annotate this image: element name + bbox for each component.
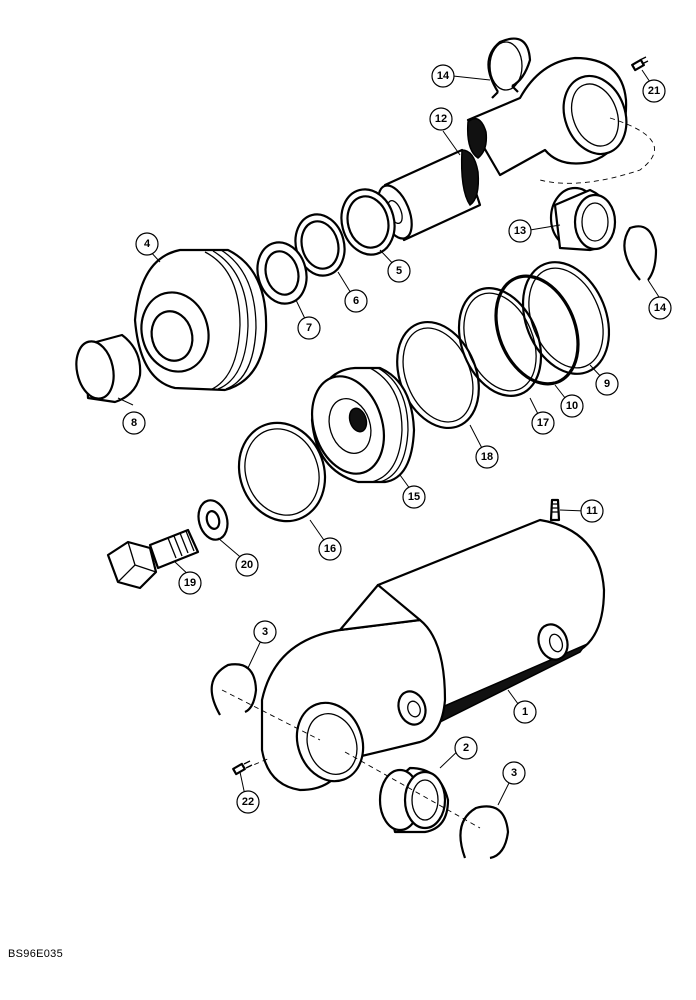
svg-text:14: 14 [654,302,667,314]
o-ring-9-inner [528,267,604,369]
svg-text:15: 15 [408,491,420,503]
svg-text:19: 19 [184,577,196,589]
callout-7: 7 [297,316,321,340]
grease-fitting-22 [232,760,253,776]
callout-18: 18 [475,445,499,469]
svg-text:1: 1 [522,706,528,718]
svg-text:20: 20 [241,559,253,571]
bolt-19 [106,528,200,590]
callout-17: 17 [531,411,555,435]
callout-19: 19 [178,571,202,595]
reference-code: BS96E035 [8,948,63,960]
snap-ring-bottom [459,805,510,860]
svg-text:10: 10 [566,400,578,412]
callout-13: 13 [508,219,532,243]
callout-9: 9 [595,372,619,396]
rod-seal-5 [340,188,396,256]
svg-text:11: 11 [586,505,598,517]
bearing-upper [549,186,617,252]
wear-ring-18-inner [402,327,474,423]
callout-14-top: 14 [431,64,455,88]
svg-text:3: 3 [262,626,268,638]
seal-7 [256,241,308,305]
o-ring-10 [494,274,580,386]
svg-text:14: 14 [437,70,450,82]
bearing-lower [378,766,450,834]
centerline-left [221,689,321,741]
callout-2: 2 [454,736,478,760]
svg-text:4: 4 [144,238,151,250]
callout-16: 16 [318,537,342,561]
cylinder-base-clevis [260,583,447,792]
centerline-22 [245,757,271,769]
svg-text:5: 5 [396,265,402,277]
washer-20 [197,499,229,541]
snap-ring-top-inner [489,41,523,91]
wear-ring-16-inner [244,428,320,516]
svg-text:17: 17 [537,417,549,429]
svg-text:7: 7 [306,322,312,334]
callout-15: 15 [402,485,426,509]
grease-fitting-top [631,56,649,72]
callout-21: 21 [642,79,666,103]
svg-text:16: 16 [324,543,336,555]
svg-text:22: 22 [242,796,254,808]
callout-12: 12 [429,107,453,131]
svg-text:18: 18 [481,451,493,463]
svg-text:2: 2 [463,742,469,754]
callout-14-right: 14 [648,296,672,320]
bushing-8 [75,333,142,404]
callout-6: 6 [344,289,368,313]
callout-11: 11 [580,499,604,523]
svg-text:8: 8 [131,417,137,429]
piston-rod [377,148,482,242]
rod-end-eye [466,56,628,177]
callout-22: 22 [236,790,260,814]
callout-5: 5 [387,259,411,283]
svg-text:21: 21 [648,85,660,97]
svg-text:6: 6 [353,295,359,307]
callout-20: 20 [235,553,259,577]
callout-3-left: 3 [253,620,277,644]
centerline-right [344,751,481,829]
o-ring-9 [521,261,611,375]
callout-8: 8 [122,411,146,435]
callout-4: 4 [135,232,159,256]
snap-ring-right [623,225,658,281]
assembly-line [539,117,655,184]
cylinder-gland [133,248,268,392]
svg-text:13: 13 [514,225,526,237]
svg-text:9: 9 [604,378,610,390]
svg-text:3: 3 [511,767,517,779]
seal-6 [294,213,346,277]
callout-10: 10 [560,394,584,418]
piston [310,366,416,484]
svg-text:12: 12 [435,113,447,125]
callout-3-bottom: 3 [502,761,526,785]
wear-ring-16 [237,421,327,523]
callout-1: 1 [513,700,537,724]
snap-ring-left [210,663,258,716]
grease-fitting-11 [549,498,561,522]
